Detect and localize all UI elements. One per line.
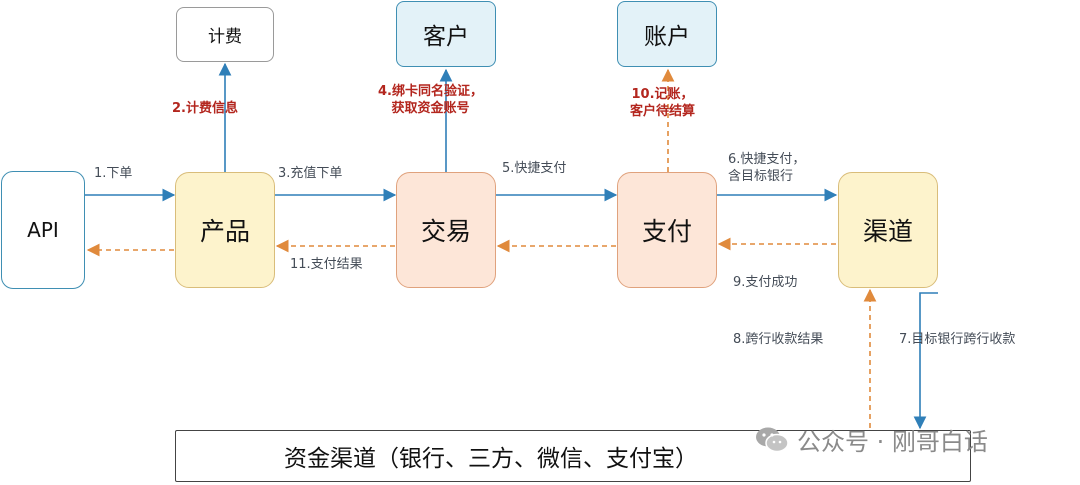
node-customer-label: 客户 bbox=[423, 24, 469, 50]
edge-4-label-line2: 获取资金账号 bbox=[391, 101, 470, 116]
edge-2-label: 2.计费信息 bbox=[172, 101, 238, 116]
edge-5-label: 5.快捷支付 bbox=[502, 161, 567, 176]
node-billing-label: 计费 bbox=[208, 27, 242, 47]
node-customer: 客户 bbox=[396, 1, 496, 67]
edge-9-label: 9.支付成功 bbox=[733, 275, 798, 290]
node-pay-label: 支付 bbox=[641, 217, 692, 246]
node-fund-channel: 资金渠道（银行、三方、微信、支付宝） bbox=[175, 430, 971, 482]
node-billing: 计费 bbox=[176, 7, 274, 62]
node-trade: 交易 bbox=[396, 172, 496, 288]
node-api-label: API bbox=[27, 218, 59, 242]
node-fund-channel-label: 资金渠道（银行、三方、微信、支付宝） bbox=[284, 446, 698, 472]
edge-4-label-line1: 4.绑卡同名验证， bbox=[378, 84, 483, 99]
edge-4-label: 4.绑卡同名验证， 获取资金账号 bbox=[378, 83, 483, 117]
edge-6-label: 6.快捷支付， 含目标银行 bbox=[728, 151, 805, 185]
node-channel-label: 渠道 bbox=[862, 217, 913, 246]
edge-7-line bbox=[913, 292, 938, 430]
edge-6-label-line1: 6.快捷支付， bbox=[728, 152, 806, 167]
watermark-text: 公众号 · 刚哥白话 bbox=[797, 428, 988, 456]
watermark: 公众号 · 刚哥白话 bbox=[755, 422, 988, 457]
wechat-icon bbox=[756, 427, 789, 452]
edge-6-label-line2: 含目标银行 bbox=[728, 169, 794, 184]
node-product: 产品 bbox=[175, 172, 275, 288]
node-account: 账户 bbox=[617, 1, 717, 67]
node-trade-label: 交易 bbox=[420, 217, 471, 246]
edge-1-label: 1.下单 bbox=[94, 166, 133, 181]
edge-8-label: 8.跨行收款结果 bbox=[733, 332, 824, 347]
node-pay: 支付 bbox=[617, 172, 717, 288]
node-account-label: 账户 bbox=[644, 24, 690, 50]
node-product-label: 产品 bbox=[199, 217, 250, 246]
edge-10-label-line2: 客户待结算 bbox=[630, 104, 696, 119]
edge-10-label-line1: 10.记账， bbox=[631, 87, 694, 102]
edge-11-label: 11.支付结果 bbox=[290, 257, 363, 272]
edge-10-label: 10.记账， 客户待结算 bbox=[630, 86, 695, 120]
edge-3-label: 3.充值下单 bbox=[278, 166, 343, 181]
node-channel: 渠道 bbox=[838, 172, 938, 288]
edge-7-label: 7.目标银行跨行收款 bbox=[899, 332, 1016, 347]
node-api: API bbox=[1, 171, 85, 289]
